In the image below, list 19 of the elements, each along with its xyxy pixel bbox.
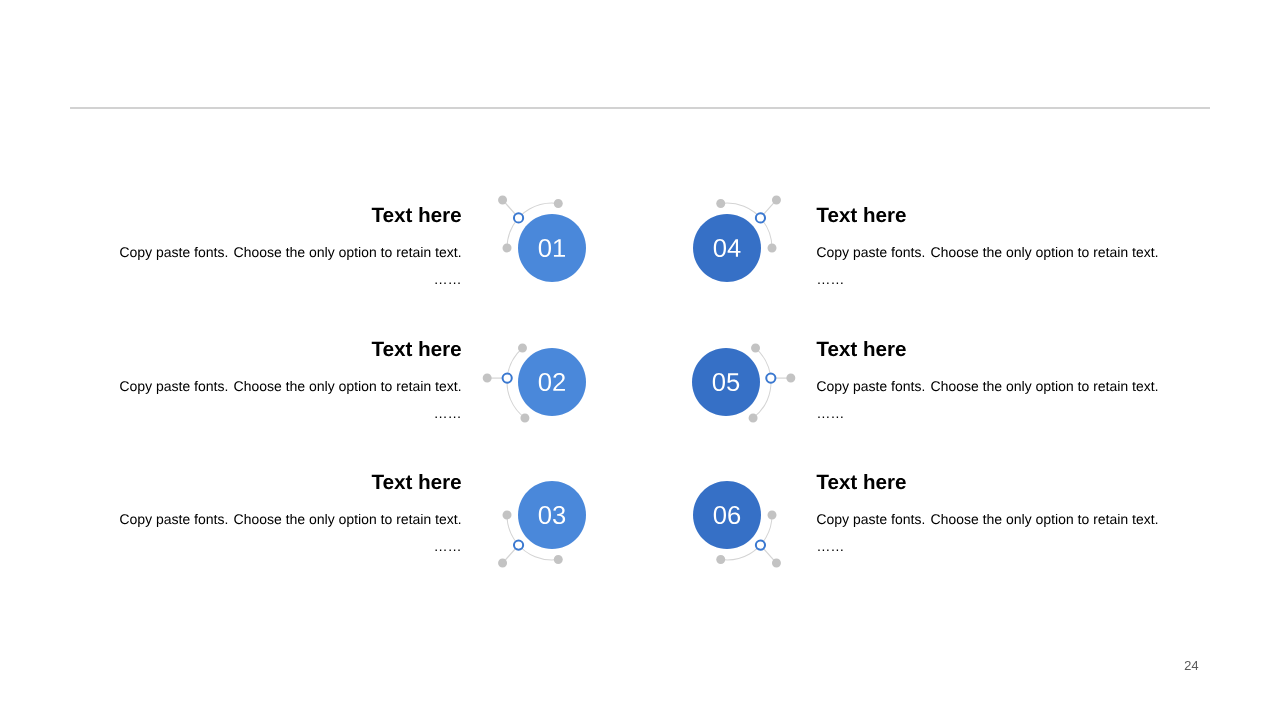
heading-text: Text here [816, 207, 906, 223]
body-text: Copy paste fonts. Choose the only option to retain text. [120, 380, 461, 394]
heading-text: Text here [371, 474, 461, 490]
body-text: Copy paste fonts. Choose the only option to retain text. [817, 380, 1158, 394]
ellipsis-text: …… [818, 549, 843, 551]
ellipsis-text: …… [435, 549, 460, 551]
body-text: Copy paste fonts. Choose the only option to retain text. [120, 246, 461, 260]
heading-text: Text here [371, 341, 461, 357]
ellipsis-text: …… [818, 282, 843, 284]
body-text: Copy paste fonts. Choose the only option to retain text. [120, 513, 461, 527]
body-text: Copy paste fonts. Choose the only option to retain text. [817, 246, 1158, 260]
heading-text: Text here [371, 207, 461, 223]
heading-text: Text here [816, 474, 906, 490]
body-text: Copy paste fonts. Choose the only option to retain text. [817, 513, 1158, 527]
ellipsis-text: …… [435, 416, 460, 418]
page-number: 24 [1184, 660, 1199, 670]
ellipsis-text: …… [435, 282, 460, 284]
ellipsis-text: …… [818, 416, 843, 418]
heading-text: Text here [816, 341, 906, 357]
